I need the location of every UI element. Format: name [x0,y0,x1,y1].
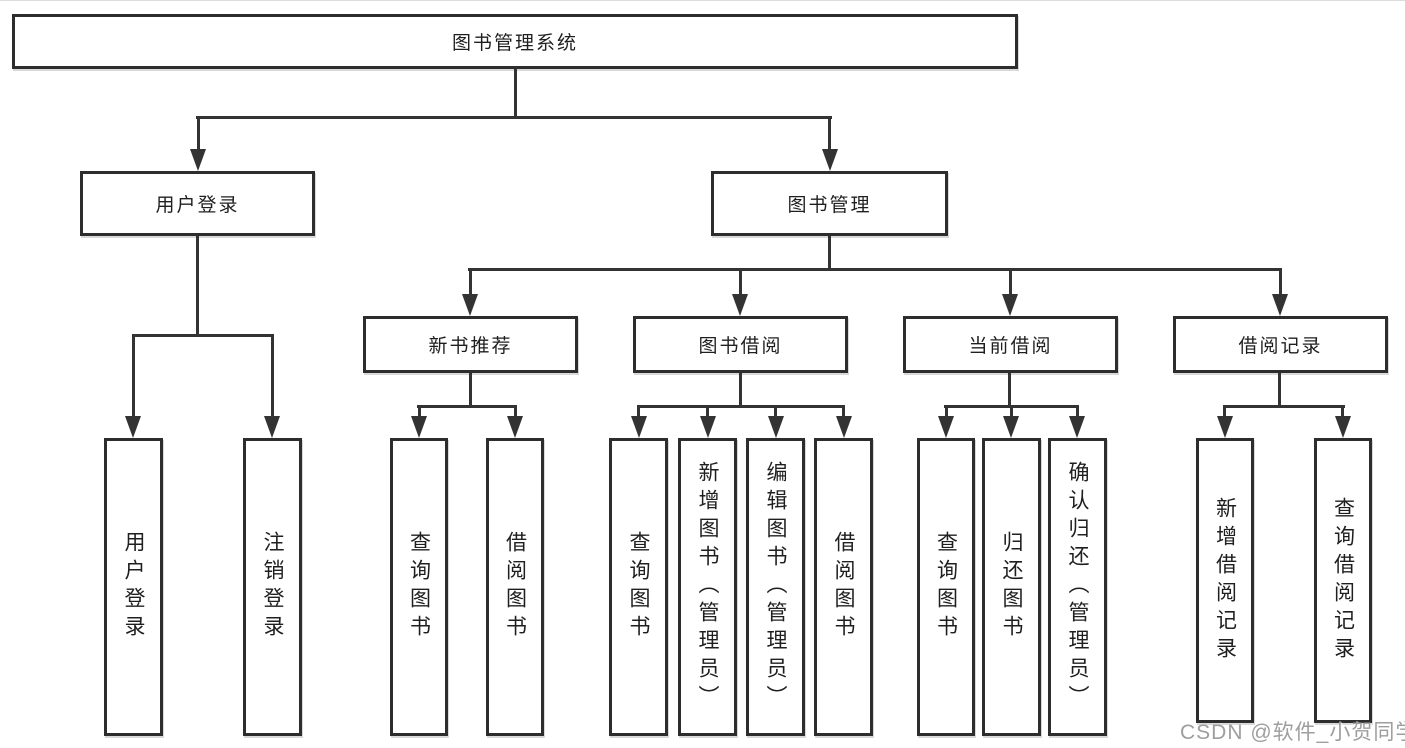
arrowhead-down-icon [1217,416,1233,438]
connector-drop-user-login [197,116,200,151]
connector-drop-book-borrow [739,268,742,298]
leaf-user-login: 用户登录 [104,438,163,736]
leaf-edit-books-admin: 编辑图书（管理员） [746,438,805,736]
connector-borrow-record-stem [1278,373,1281,408]
connector-drop [1223,405,1226,418]
arrowhead-down-icon [1069,416,1085,438]
leaf-logout: 注销登录 [243,438,302,736]
node-borrow-records: 借阅记录 [1173,316,1388,373]
arrowhead-down-icon [507,416,523,438]
connector-user-login-stem [196,236,199,337]
leaf-add-books-admin: 新增图书（管理员） [678,438,737,736]
leaf-borrow-books: 借阅图书 [486,438,544,736]
leaf-confirm-return-admin: 确认归还（管理员） [1048,438,1107,736]
arrowhead-down-icon [631,416,647,438]
connector-drop [1076,405,1079,418]
connector-book-management-branch [468,268,1282,271]
connector-drop-new-book [469,268,472,298]
connector-book-borrow-stem [739,373,742,408]
connector-drop [514,405,517,418]
connector-borrow-record-branch [1223,405,1345,408]
arrowhead-down-icon [822,149,838,171]
leaf-query-books: 查询图书 [390,438,448,736]
arrowhead-down-icon [1003,416,1019,438]
connector-drop [418,405,421,418]
arrowhead-down-icon [1335,416,1351,438]
arrowhead-down-icon [264,416,280,438]
leaf-query-books: 查询图书 [609,438,668,736]
connector-drop [1010,405,1013,418]
arrowhead-down-icon [411,416,427,438]
connector-drop-book-management [828,116,831,151]
connector-new-book-branch [417,405,517,408]
node-user-login: 用户登录 [80,171,315,236]
arrowhead-down-icon [938,416,954,438]
connector-drop [842,405,845,418]
leaf-query-books: 查询图书 [917,438,975,736]
csdn-watermark: CSDN @软件_小贺同学 [1180,721,1405,744]
connector-drop-current-borrow [1009,268,1012,298]
arrowhead-down-icon [1272,294,1288,316]
arrowhead-down-icon [125,416,141,438]
connector-drop [706,405,709,418]
connector-drop [1341,405,1344,418]
node-current-borrow: 当前借阅 [903,316,1118,373]
leaf-borrow-books: 借阅图书 [814,438,873,736]
connector-book-management-stem [828,236,831,271]
connector-drop [637,405,640,418]
arrowhead-down-icon [700,416,716,438]
connector-drop [774,405,777,418]
node-new-book-recommend: 新书推荐 [363,316,578,373]
node-library-system: 图书管理系统 [12,14,1018,69]
connector-drop-borrow-record [1279,268,1282,298]
connector-root-branch [196,116,832,119]
connector-drop-leaf-logout [271,334,274,418]
connector-current-borrow-stem [1008,373,1011,408]
connector-user-login-branch [132,334,274,337]
connector-drop-leaf-user-login [132,334,135,418]
connector-root-stem [514,69,517,119]
arrowhead-down-icon [836,416,852,438]
connector-drop [945,405,948,418]
arrowhead-down-icon [462,294,478,316]
leaf-query-borrow-record: 查询借阅记录 [1314,438,1372,723]
connector-new-book-stem [469,373,472,408]
arrowhead-down-icon [190,149,206,171]
node-book-borrow: 图书借阅 [633,316,848,373]
connector-book-borrow-branch [637,405,845,408]
arrowhead-down-icon [768,416,784,438]
leaf-add-borrow-record: 新增借阅记录 [1196,438,1254,723]
leaf-return-books: 归还图书 [982,438,1041,736]
arrowhead-down-icon [1002,294,1018,316]
node-book-management: 图书管理 [711,171,948,236]
arrowhead-down-icon [732,294,748,316]
